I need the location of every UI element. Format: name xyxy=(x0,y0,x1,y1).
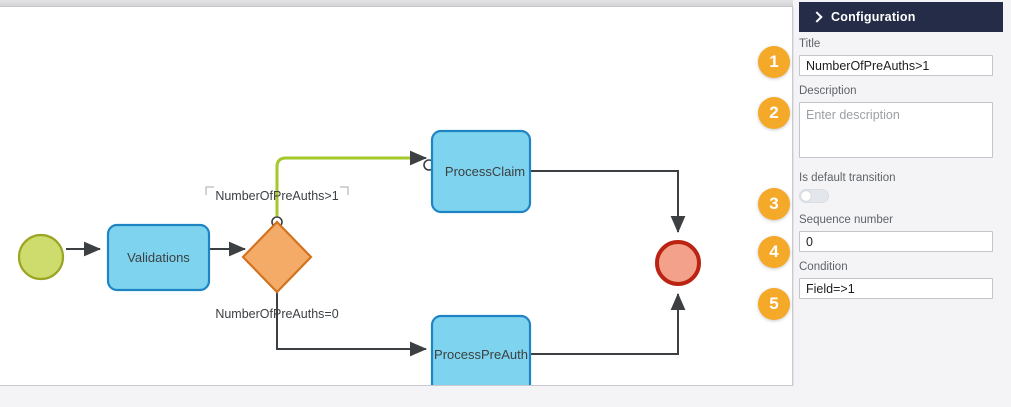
node-task-processclaim-label: ProcessClaim xyxy=(445,164,525,179)
field-description: Description xyxy=(799,85,1003,163)
edge-processpreauth-to-end[interactable] xyxy=(530,293,686,355)
default-transition-toggle[interactable] xyxy=(799,189,829,203)
field-sequence-number: Sequence number xyxy=(799,214,1003,252)
chevron-right-icon[interactable] xyxy=(811,11,823,23)
canvas-bottom-strip xyxy=(0,386,793,407)
node-end-event[interactable] xyxy=(655,240,701,286)
condition-input[interactable] xyxy=(799,278,993,299)
edge-gateway-to-processclaim-selected[interactable] xyxy=(275,150,427,217)
node-gateway-exclusive[interactable] xyxy=(241,220,313,294)
node-task-processclaim[interactable]: ProcessClaim xyxy=(430,129,532,214)
field-condition-label: Condition xyxy=(799,261,848,273)
node-task-processpreauth-label: ProcessPreAuth xyxy=(434,347,528,362)
title-input[interactable] xyxy=(799,55,993,76)
edge-label-lower[interactable]: NumberOfPreAuths=0 xyxy=(215,307,338,321)
edge-processclaim-to-end[interactable] xyxy=(530,170,686,233)
workflow-canvas[interactable]: Validations ProcessClaim ProcessPreAuth … xyxy=(0,7,793,386)
description-textarea[interactable] xyxy=(799,102,993,158)
node-start-event[interactable] xyxy=(17,233,65,281)
field-sequence-number-label: Sequence number xyxy=(799,214,893,226)
node-task-validations[interactable]: Validations xyxy=(106,223,211,292)
node-task-processpreauth[interactable]: ProcessPreAuth xyxy=(430,314,532,385)
edge-gateway-to-processpreauth[interactable] xyxy=(276,284,427,357)
step-badge-3: 3 xyxy=(758,188,790,220)
field-default-transition-label: Is default transition xyxy=(799,172,896,184)
configuration-form: Title Description Is default transition … xyxy=(799,38,1003,308)
canvas-top-strip xyxy=(0,0,793,7)
edge-label-upper[interactable]: NumberOfPreAuths>1 xyxy=(215,189,338,203)
step-badge-5: 5 xyxy=(758,288,790,320)
configuration-panel-title: Configuration xyxy=(831,10,916,24)
label-selection-brackets xyxy=(205,186,349,195)
field-default-transition: Is default transition xyxy=(799,172,1003,203)
step-badge-1: 1 xyxy=(758,46,790,78)
toggle-knob xyxy=(801,191,811,201)
step-badge-2: 2 xyxy=(758,97,790,129)
configuration-panel: Configuration Title Description Is defau… xyxy=(758,0,1011,407)
configuration-panel-header[interactable]: Configuration xyxy=(799,2,1003,32)
field-description-label: Description xyxy=(799,85,857,97)
sequence-number-input[interactable] xyxy=(799,231,993,252)
step-badge-4: 4 xyxy=(758,236,790,268)
field-title: Title xyxy=(799,38,1003,76)
node-task-validations-label: Validations xyxy=(127,250,190,265)
field-title-label: Title xyxy=(799,38,821,50)
field-condition: Condition xyxy=(799,261,1003,299)
